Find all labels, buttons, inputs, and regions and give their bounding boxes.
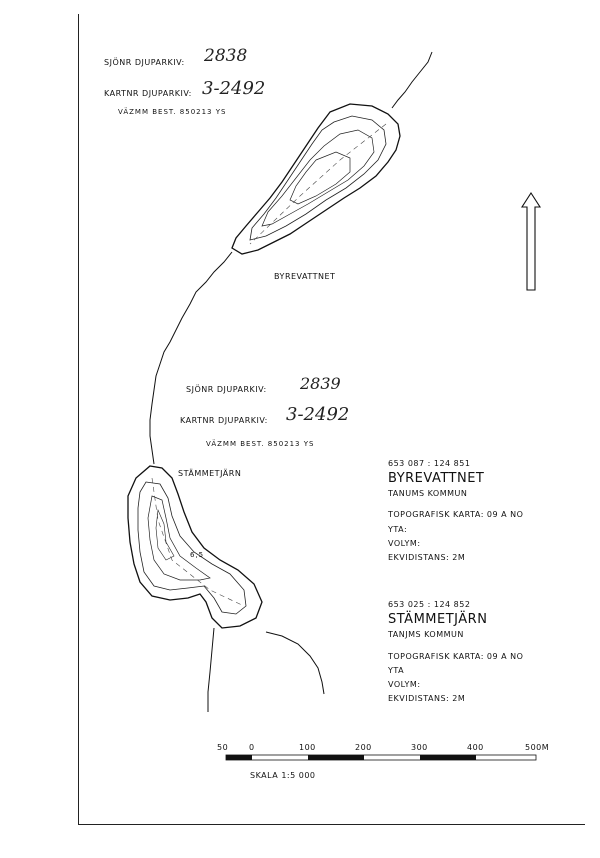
stammetjarn-kartnr-value: 3-2492 (286, 404, 350, 425)
lake2-interval: EKVIDISTANS: 2M (388, 694, 466, 703)
connecting-stream (149, 251, 233, 465)
scale-tick-200: 200 (355, 743, 372, 752)
byrevattnet-contour-1 (249, 115, 387, 241)
lake2-area: YTA (388, 666, 405, 675)
lake1-area: YTA: (388, 525, 408, 534)
scale-tick-500: 500M (525, 743, 550, 752)
stammetjarn-sjonr-label: SJÖNR DJUPARKIV: (186, 385, 267, 394)
inflow-stream (391, 51, 433, 109)
stammetjarn-depth-axis (151, 477, 245, 607)
scale-tick-50: 50 (217, 743, 229, 752)
stammetjarn-contour-1 (137, 481, 247, 615)
lake2-topo: TOPOGRAFISK KARTA: 09 A NO (388, 652, 524, 661)
lake1-coords: 653 087 : 124 851 (388, 459, 471, 468)
scale-tick-100: 100 (299, 743, 316, 752)
stammetjarn-stamp: VÄZMM BEST. 850213 YS (206, 440, 315, 448)
scale-caption: SKALA 1:5 000 (250, 771, 316, 780)
side-stream (265, 631, 325, 695)
outflow-stream (207, 627, 215, 712)
lake1-interval: EKVIDISTANS: 2M (388, 553, 466, 562)
byrevattnet-sjonr-value: 2838 (204, 46, 248, 66)
lake1-volume: VOLYM: (388, 539, 421, 548)
stammetjarn-sjonr-value: 2839 (300, 374, 341, 393)
lake1-topo: TOPOGRAFISK KARTA: 09 A NO (388, 510, 524, 519)
lake2-coords: 653 025 : 124 852 (388, 600, 471, 609)
stammetjarn-kartnr-label: KARTNR DJUPARKIV: (180, 416, 268, 425)
byrevattnet-depth-axis (249, 123, 387, 245)
stammetjarn-shoreline (127, 465, 263, 629)
byrevattnet-kartnr-label: KARTNR DJUPARKIV: (104, 89, 192, 98)
north-arrow-icon (520, 191, 542, 291)
lake2-name: STÄMMETJÄRN (388, 612, 488, 627)
stammetjarn-contour-2 (147, 495, 211, 581)
scale-tick-300: 300 (411, 743, 428, 752)
lake1-name: BYREVATTNET (388, 471, 485, 486)
byrevattnet-stamp: VÄZMM BEST. 850213 YS (118, 108, 227, 116)
stammetjarn-map-label: STÄMMETJÄRN (178, 469, 242, 478)
lake2-municipality: TANJMS KOMMUN (388, 630, 464, 639)
lake2-volume: VOLYM: (388, 680, 421, 689)
byrevattnet-shoreline (231, 103, 401, 255)
stammetjarn-contour-3 (155, 508, 175, 561)
byrevattnet-contour-3 (289, 151, 351, 205)
byrevattnet-map-label: BYREVATTNET (274, 272, 336, 281)
lake1-municipality: TANUMS KOMMUN (388, 489, 468, 498)
map-frame (78, 14, 585, 825)
byrevattnet-sjonr-label: SJÖNR DJUPARKIV: (104, 58, 185, 67)
byrevattnet-contour-2 (261, 129, 375, 227)
byrevattnet-kartnr-value: 3-2492 (202, 78, 266, 99)
scale-tick-0: 0 (249, 743, 255, 752)
scale-bar (225, 754, 537, 761)
scale-tick-400: 400 (467, 743, 484, 752)
depth-mark: 6,5 (190, 551, 205, 559)
